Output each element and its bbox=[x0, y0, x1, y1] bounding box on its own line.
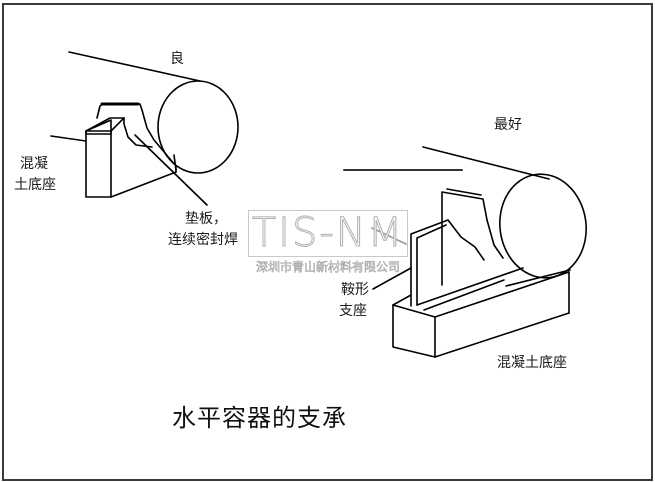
left-base-label-line1: 混凝 bbox=[20, 156, 48, 172]
watermark-logo-text: TIS-NM bbox=[251, 210, 405, 256]
saddle-label-line1: 鞍形 bbox=[341, 282, 369, 298]
pad-label-line2: 连续密封焊 bbox=[168, 232, 238, 248]
left-concrete-base bbox=[50, 117, 177, 198]
watermark-company-name: 深圳市青山新材料有限公司 bbox=[255, 260, 401, 275]
right-vessel bbox=[422, 146, 587, 279]
left-rating-label: 良 bbox=[170, 51, 184, 67]
diagram-frame bbox=[2, 3, 653, 481]
left-saddle-pad bbox=[96, 102, 208, 206]
diagram-title: 水平容器的支承 bbox=[172, 404, 347, 432]
saddle-label-line2: 支座 bbox=[339, 303, 367, 319]
right-concrete-base bbox=[392, 269, 571, 358]
right-base-label: 混凝土底座 bbox=[497, 355, 567, 371]
left-base-label-line2: 土底座 bbox=[14, 177, 56, 193]
right-rating-label: 最好 bbox=[494, 117, 522, 133]
left-vessel bbox=[68, 51, 239, 174]
watermark-logo-box: TIS-NM bbox=[248, 210, 408, 257]
pad-label-line1: 垫板， bbox=[185, 211, 227, 227]
